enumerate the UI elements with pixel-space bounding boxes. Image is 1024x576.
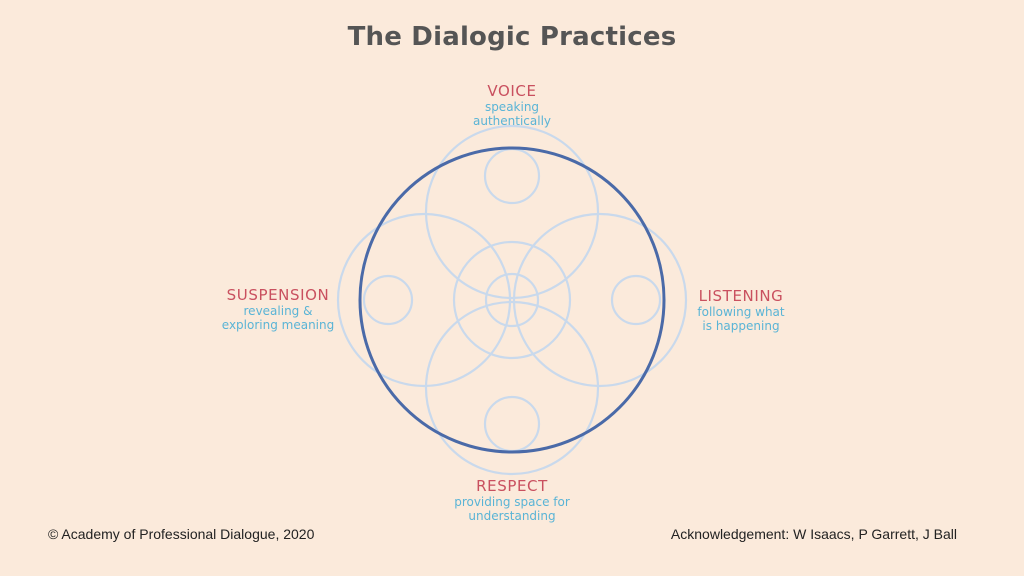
practice-respect-desc-1: providing space for [454, 495, 570, 509]
page-title: The Dialogic Practices [347, 22, 677, 52]
inner-circle [424, 124, 600, 300]
inner-circle [483, 147, 541, 205]
practice-suspension-name: SUSPENSION [226, 286, 330, 304]
inner-circle [483, 395, 541, 453]
practice-respect: RESPECT providing space for understandin… [412, 477, 612, 523]
practice-voice: VOICE speaking authentically [412, 82, 612, 128]
inner-circle [362, 274, 414, 326]
practice-listening-name: LISTENING [698, 287, 784, 305]
practice-respect-name: RESPECT [476, 477, 548, 495]
inner-circle [484, 272, 540, 328]
inner-circle [610, 274, 662, 326]
practice-listening: LISTENING following what is happening [646, 287, 836, 333]
inner-circle [452, 240, 572, 360]
inner-circle [512, 212, 688, 388]
practice-voice-desc-2: authentically [472, 114, 552, 128]
practice-listening-desc-2: is happening [702, 319, 780, 333]
practice-voice-desc-1: speaking [484, 100, 540, 114]
practice-voice-name: VOICE [487, 82, 537, 100]
practice-suspension-desc-1: revealing & [243, 304, 313, 318]
acknowledgement-text: Acknowledgement: W Isaacs, P Garrett, J … [670, 526, 957, 542]
practice-suspension: SUSPENSION revealing & exploring meaning [178, 286, 378, 332]
inner-circles-pattern [336, 124, 688, 476]
practice-listening-desc-1: following what [697, 305, 785, 319]
practice-respect-desc-2: understanding [468, 509, 556, 523]
copyright-text: © Academy of Professional Dialogue, 2020 [48, 526, 315, 542]
inner-circle [336, 212, 512, 388]
inner-circle [424, 300, 600, 476]
practice-suspension-desc-2: exploring meaning [221, 318, 335, 332]
outer-circle [358, 146, 666, 454]
